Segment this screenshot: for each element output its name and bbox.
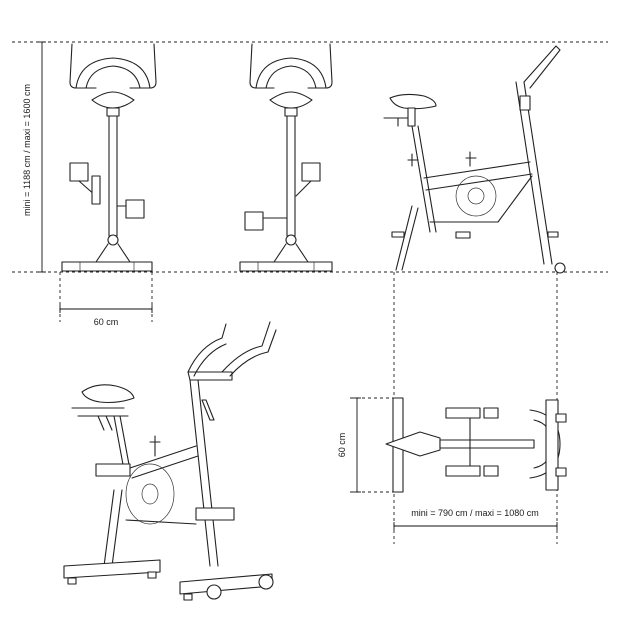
- front-width-dimension: 60 cm: [59, 272, 153, 327]
- height-dimension: mini = 1188 cm / maxi = 1600 cm: [22, 41, 46, 273]
- height-label: mini = 1188 cm / maxi = 1600 cm: [22, 84, 32, 216]
- isometric-bike: [63, 321, 277, 601]
- front-view-bike-1: [61, 43, 157, 272]
- front-width-label: 60 cm: [94, 317, 119, 327]
- side-view-bike: [383, 45, 566, 274]
- front-view-bike-2: [239, 43, 333, 272]
- top-width-label: 60 cm: [337, 433, 347, 458]
- length-label: mini = 790 cm / maxi = 1080 cm: [411, 508, 539, 518]
- length-dimension: mini = 790 cm / maxi = 1080 cm: [393, 508, 558, 530]
- top-width-dimension: 60 cm: [337, 397, 393, 493]
- top-view-bike: [385, 397, 567, 493]
